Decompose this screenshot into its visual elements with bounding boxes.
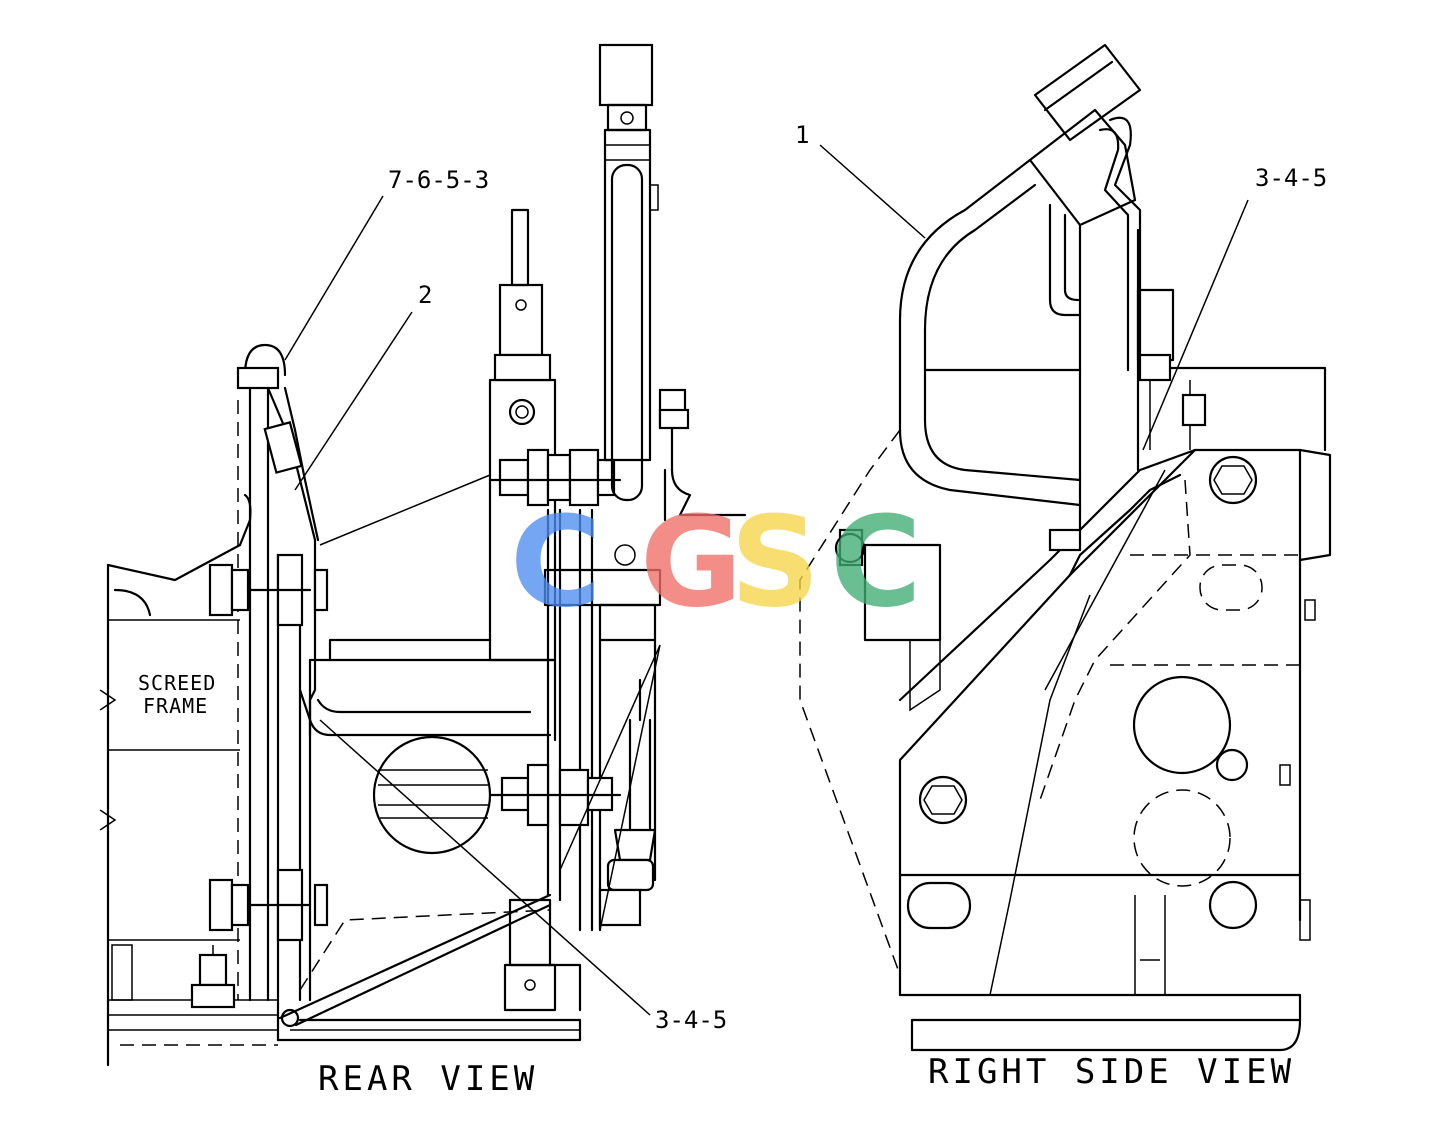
- rear-view-title: REAR VIEW: [318, 1059, 538, 1099]
- watermark-letter-c1: C: [510, 490, 602, 635]
- right-side-view-drawing: [799, 43, 1332, 1052]
- callout-1: 1: [795, 121, 809, 149]
- watermark-letter-s: S: [730, 490, 820, 635]
- rear-view-drawing: [99, 43, 747, 1067]
- watermark-letter-c2: C: [830, 490, 922, 635]
- leader-2: [294, 311, 413, 491]
- callout-3-4-5-top: 3-4-5: [1255, 164, 1327, 192]
- leader-3-4-5-bottom: [319, 719, 651, 1016]
- callout-3-4-5-bottom: 3-4-5: [655, 1006, 727, 1034]
- callout-7-6-5-3: 7-6-5-3: [388, 166, 489, 194]
- watermark-logo: C G S C: [510, 490, 922, 635]
- callout-2: 2: [418, 281, 432, 309]
- leader-7-6-5-3: [284, 195, 384, 361]
- watermark-letter-g: G: [640, 490, 743, 635]
- screed-frame-label-line2: FRAME: [143, 694, 208, 718]
- right-side-view-title: RIGHT SIDE VIEW: [928, 1052, 1295, 1092]
- screed-frame-label-line1: SCREED: [138, 671, 216, 695]
